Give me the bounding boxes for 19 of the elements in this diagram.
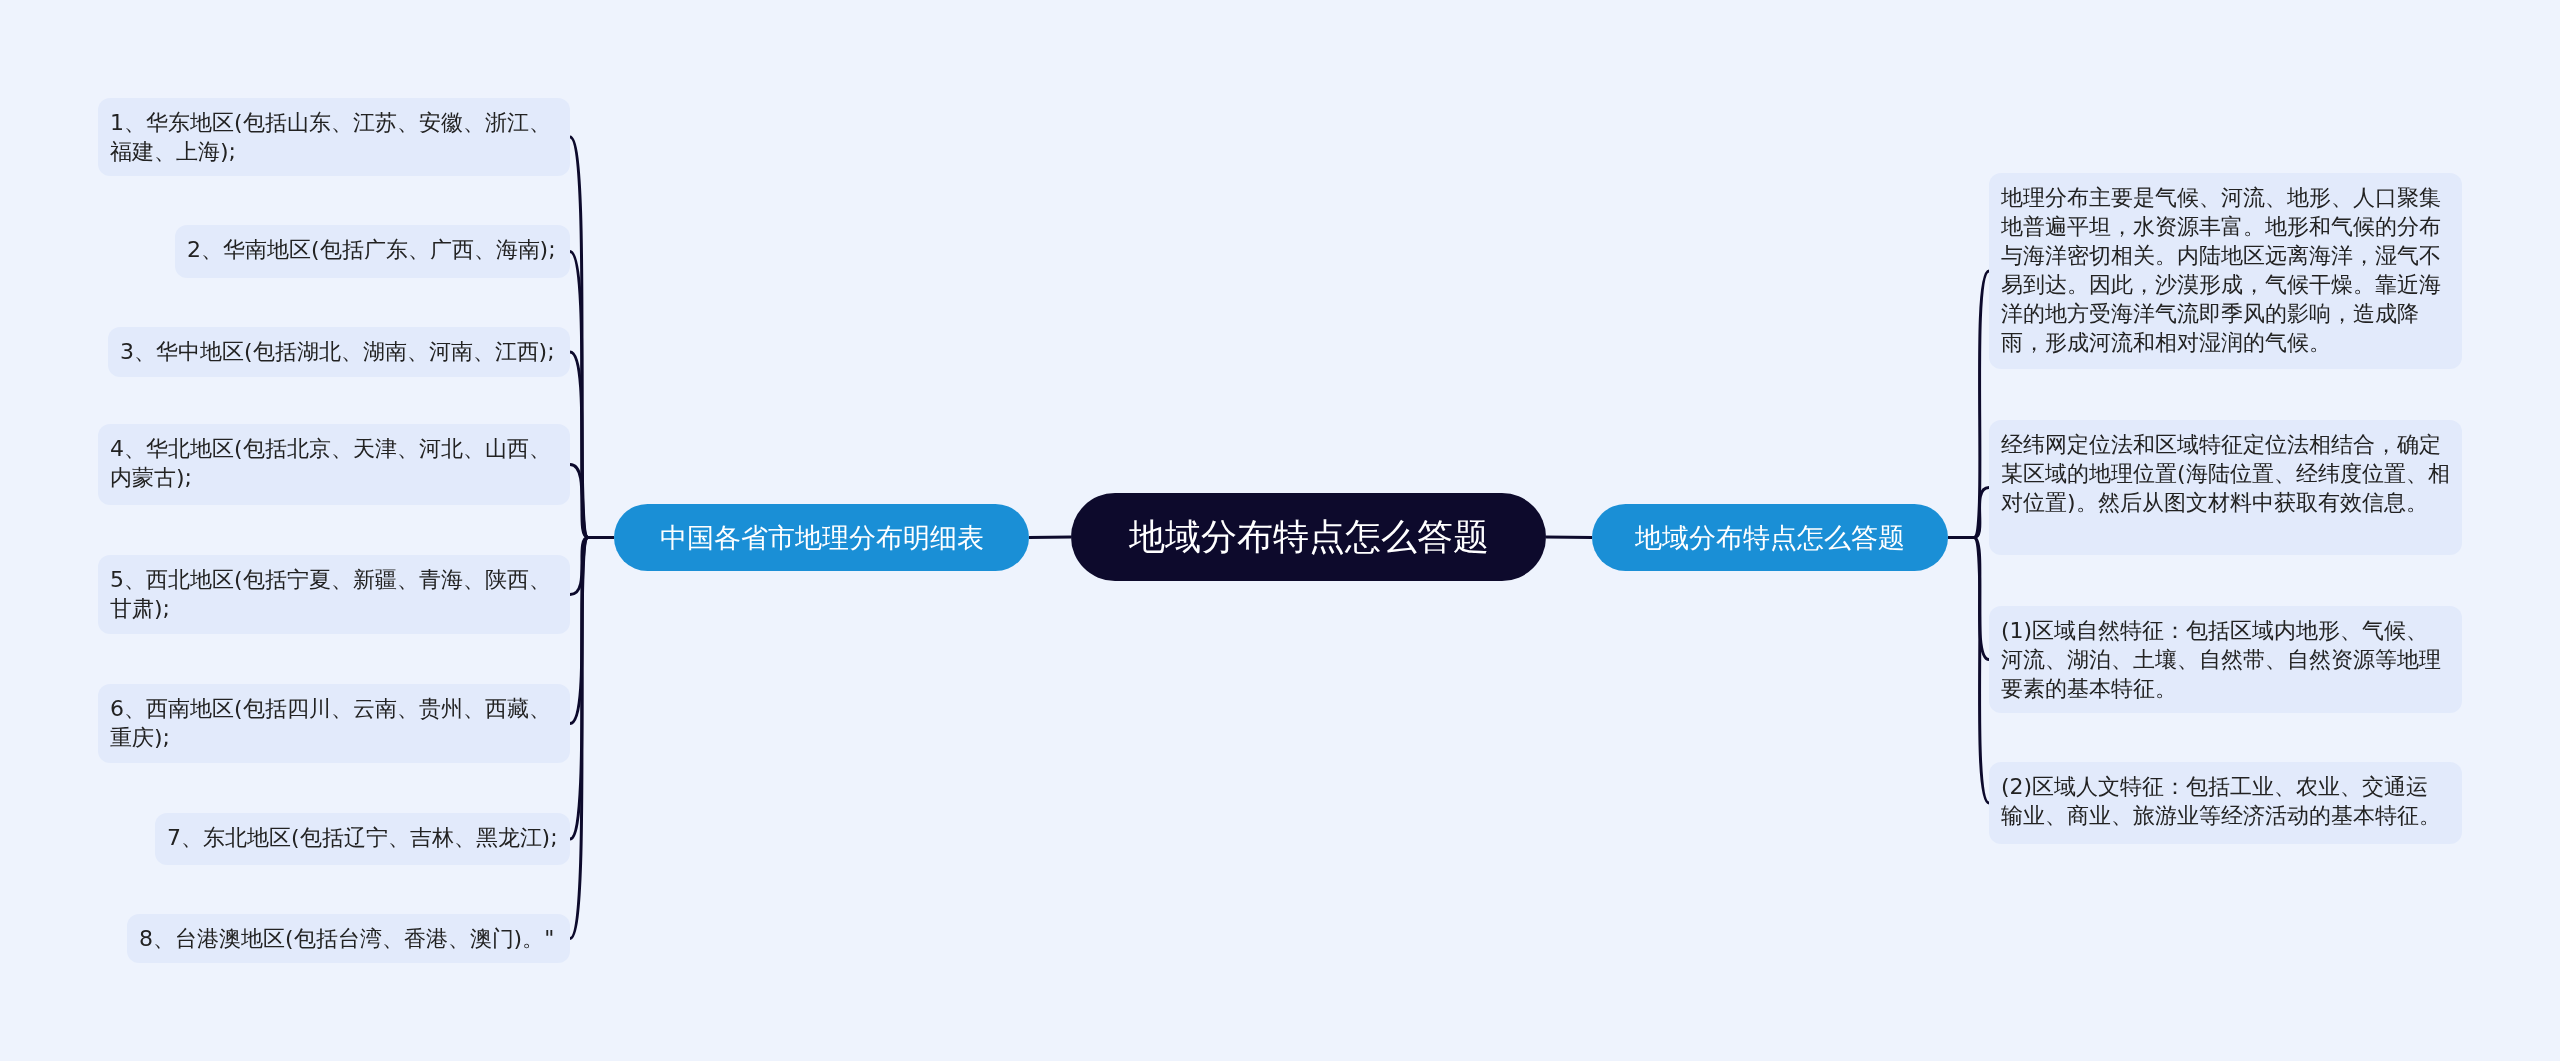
- connector: [1029, 535, 1071, 539]
- note-box: (2)区域人文特征：包括工业、农业、交通运输业、商业、旅游业等经济活动的基本特征。: [1989, 762, 2462, 844]
- connector: [1948, 536, 1991, 804]
- topic-box: 中国各省市地理分布明细表: [614, 504, 1029, 571]
- note-box: 4、华北地区(包括北京、天津、河北、山西、内蒙古);: [98, 424, 570, 505]
- note-box: 1、华东地区(包括山东、江苏、安徽、浙江、福建、上海);: [98, 98, 570, 176]
- note-box: 8、台港澳地区(包括台湾、香港、澳门)。": [127, 914, 570, 963]
- topic-box: 地域分布特点怎么答题: [1592, 504, 1948, 571]
- note-box: 经纬网定位法和区域特征定位法相结合，确定某区域的地理位置(海陆位置、经纬度位置、相对位置)。然后从图文材料中获取有效信息。: [1989, 420, 2462, 555]
- note-box: 5、西北地区(包括宁夏、新疆、青海、陕西、甘肃);: [98, 555, 570, 634]
- note-box: (1)区域自然特征：包括区域内地形、气候、河流、湖泊、土壤、自然带、自然资源等地理要素的基本特征。: [1989, 606, 2462, 713]
- connector: [1546, 535, 1592, 539]
- note-box: 3、华中地区(包括湖北、湖南、河南、江西);: [108, 327, 570, 377]
- note-box: 7、东北地区(包括辽宁、吉林、黑龙江);: [155, 813, 570, 865]
- note-box: 2、华南地区(包括广东、广西、海南);: [175, 225, 570, 278]
- central-topic: 地域分布特点怎么答题: [1071, 493, 1546, 581]
- note-box: 地理分布主要是气候、河流、地形、人口聚集地普遍平坦，水资源丰富。地形和气候的分布与海洋密切相关。内陆地区远离海洋，湿气不易到达。因此，沙漠形成，气候干燥。靠近海洋的地方受海洋气流即季风的影响，造成降雨，形成河流和相对湿润的气候。: [1989, 173, 2462, 369]
- connector: [568, 536, 614, 940]
- note-box: 6、西南地区(包括四川、云南、贵州、西藏、重庆);: [98, 684, 570, 763]
